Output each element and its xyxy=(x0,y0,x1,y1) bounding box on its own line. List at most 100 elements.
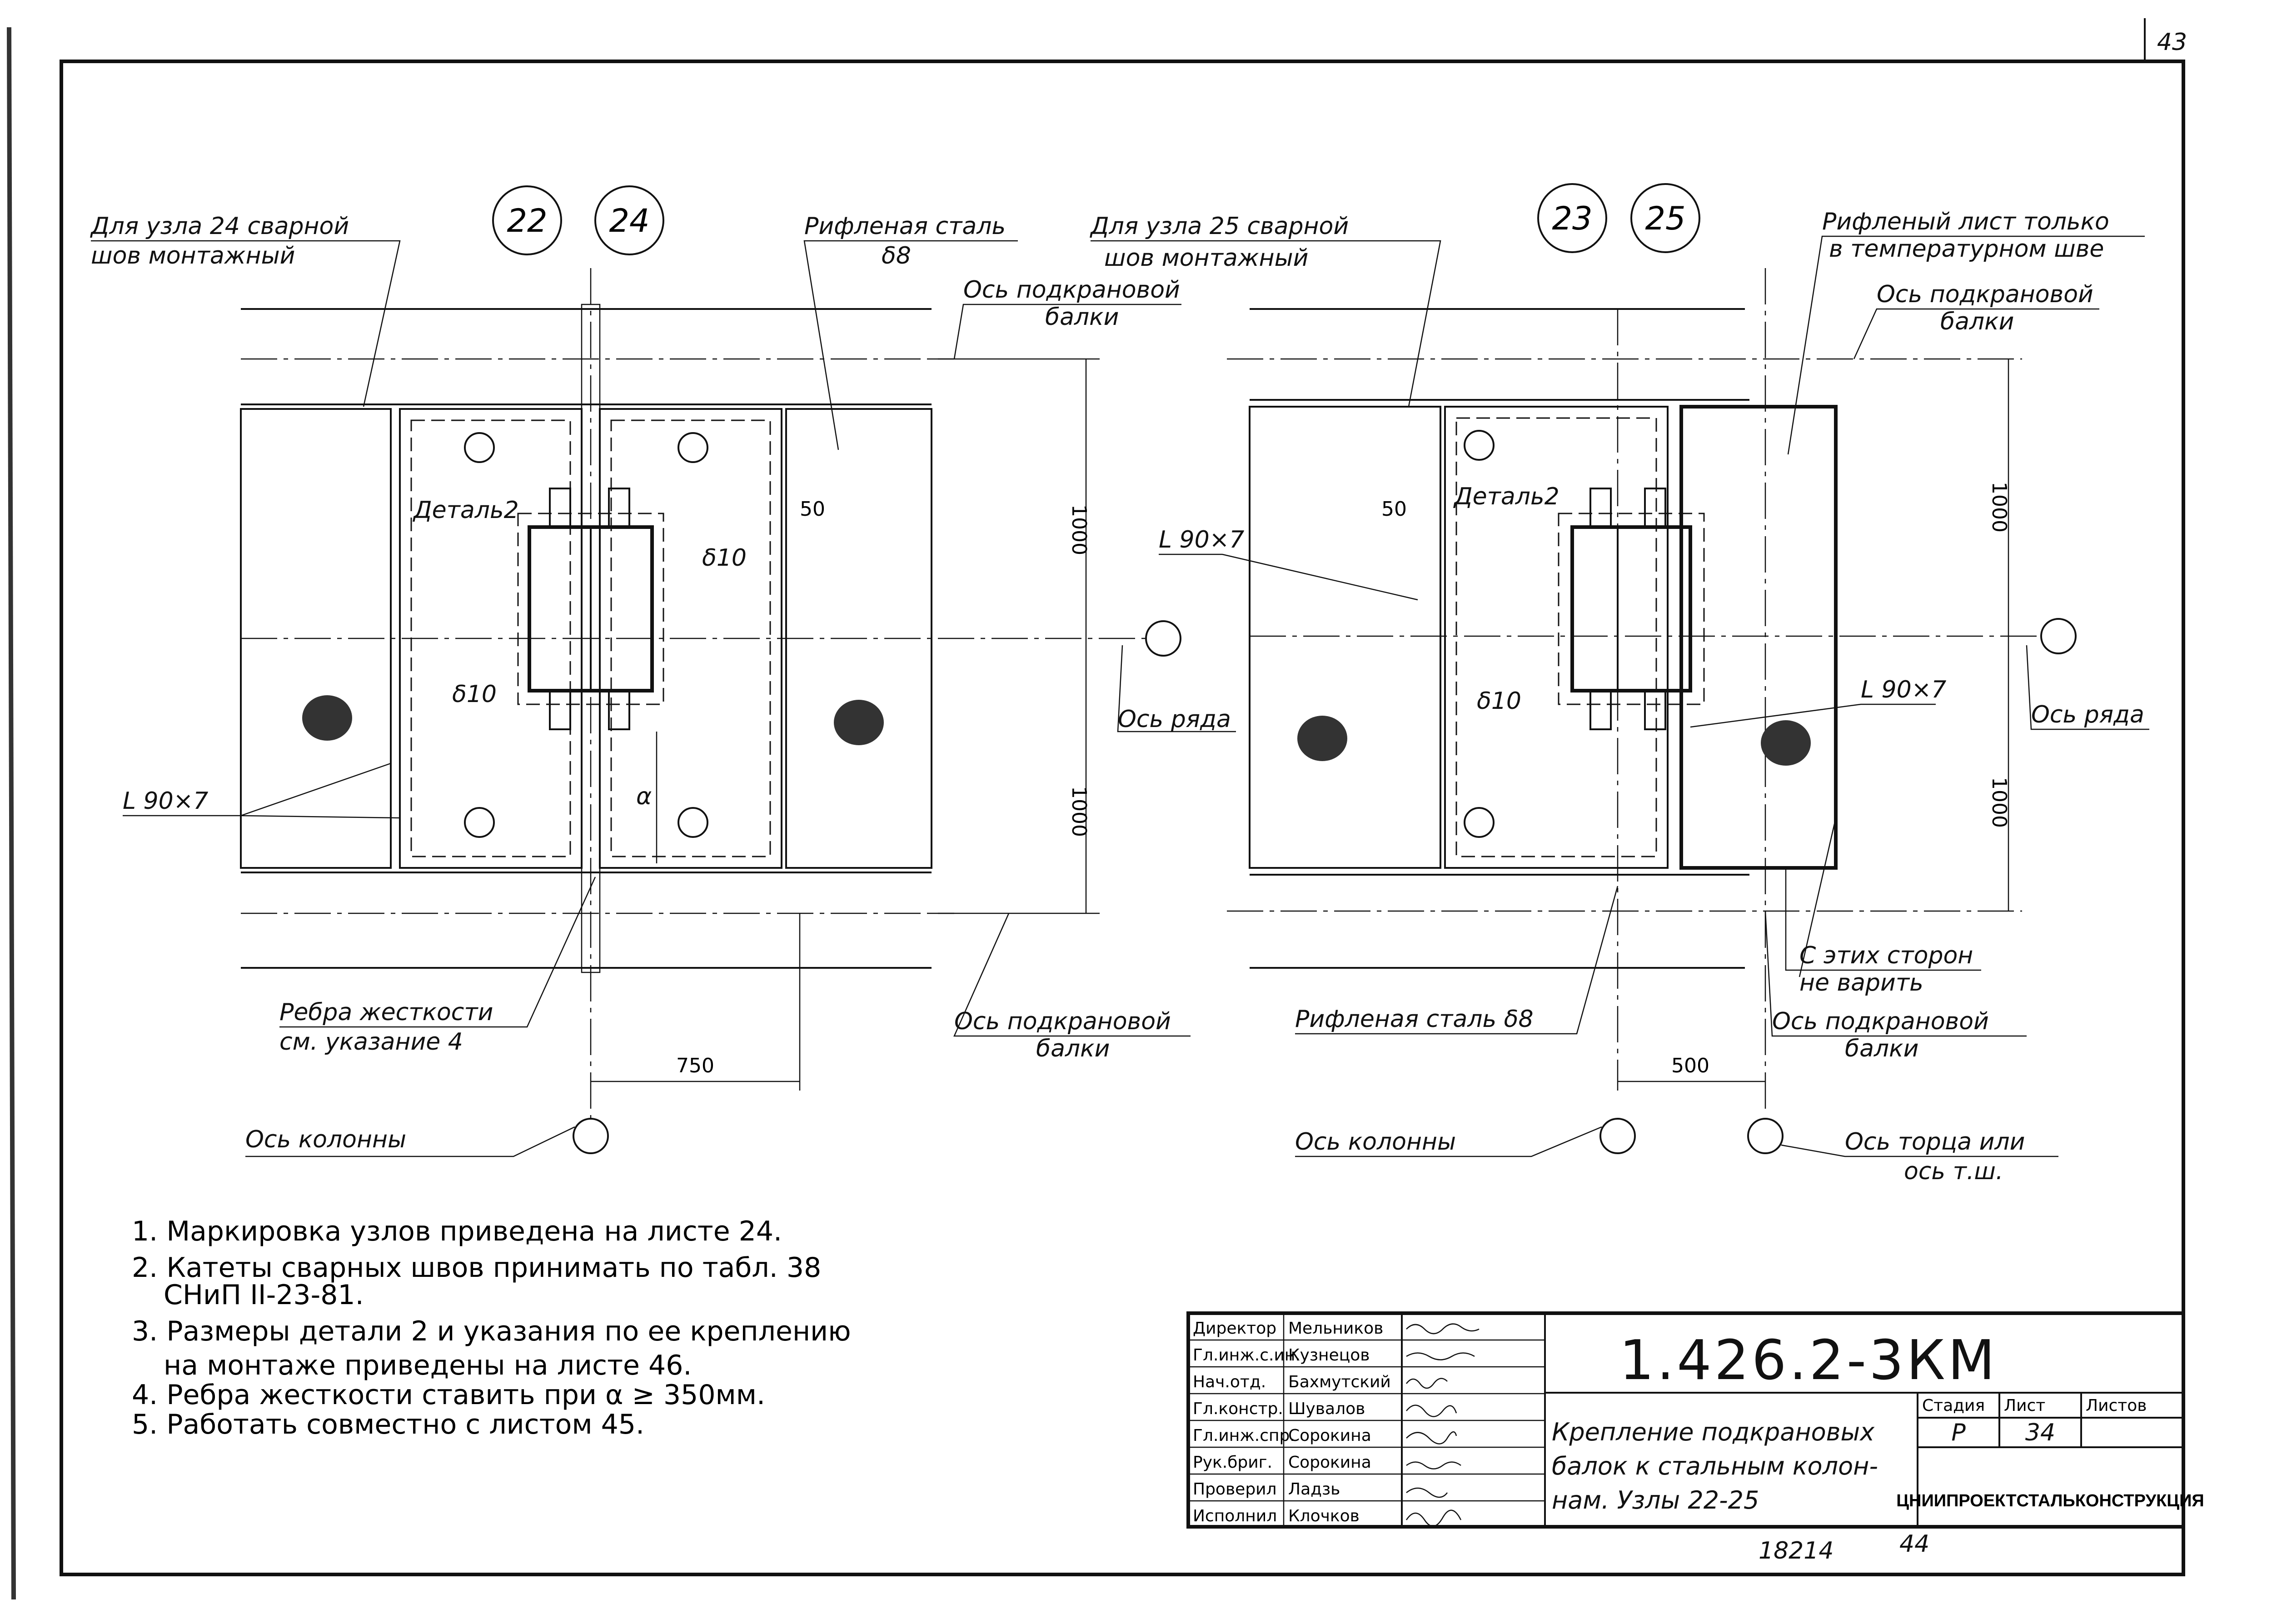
leader xyxy=(1799,817,1837,977)
footer-number: 44 xyxy=(1899,1530,1929,1558)
signature xyxy=(1406,1378,1448,1389)
bolt-hole xyxy=(1464,430,1495,461)
leader xyxy=(1781,1144,2058,1157)
column-axis-label: Ось колонны xyxy=(1295,1128,1456,1156)
dim-750: 750 xyxy=(676,1054,714,1077)
plate-3-inner xyxy=(610,419,771,857)
plate-2-inner xyxy=(1455,417,1657,857)
stud xyxy=(1644,690,1666,730)
signature xyxy=(1406,1352,1475,1360)
plate-hatch xyxy=(834,700,884,745)
dim-1000-top: 1000 xyxy=(1988,482,2011,533)
end-axis-label: ось т.ш. xyxy=(1904,1158,2003,1185)
leader xyxy=(953,913,1191,1037)
plate-material-label: Рифленая сталь xyxy=(804,213,1006,240)
page-number: 43 xyxy=(2157,29,2187,56)
row-axis-label: Ось ряда xyxy=(1118,706,1231,733)
sheet-frame xyxy=(60,60,2185,1576)
name: Сорокина xyxy=(1288,1453,1371,1472)
dim-500: 500 xyxy=(1671,1054,1709,1077)
checker-plate-label: Рифленая сталь δ8 xyxy=(1295,1006,1534,1033)
document-title: нам. Узлы 22-25 xyxy=(1552,1486,1759,1514)
stage-value: Р xyxy=(1951,1419,1966,1446)
sheets-header: Листов xyxy=(2086,1396,2147,1415)
name: Сорокина xyxy=(1288,1426,1371,1445)
node-label-24: 24 xyxy=(609,202,649,239)
leader xyxy=(240,815,400,819)
leader xyxy=(803,240,1018,450)
beam-axis-bottom-label: Ось подкрановой xyxy=(954,1008,1171,1035)
leader xyxy=(1787,235,2145,455)
checker-plate-temperature-joint xyxy=(1679,405,1838,870)
plate-hatch xyxy=(302,695,352,741)
angle-label: L 90×7 xyxy=(123,787,208,815)
signature xyxy=(1406,1431,1457,1445)
checker-plate-note-label: Рифленый лист только xyxy=(1822,208,2109,235)
ribs-label: см. указание 4 xyxy=(279,1028,463,1056)
thickness-label: δ10 xyxy=(1477,687,1521,715)
role: Исполнил xyxy=(1193,1507,1277,1525)
leader xyxy=(1764,911,2027,1037)
alpha-label: α xyxy=(636,783,652,810)
leader xyxy=(1117,645,1236,732)
bolt-hole xyxy=(1464,807,1495,838)
stage-header: Стадия xyxy=(1922,1396,1985,1415)
role: Нач.отд. xyxy=(1193,1373,1266,1391)
plate-hatch xyxy=(1761,720,1811,766)
sheet-header: Лист xyxy=(2004,1396,2045,1415)
leader xyxy=(1853,308,2099,359)
stud xyxy=(1589,690,1612,730)
node-marker-24 xyxy=(594,185,664,255)
stud xyxy=(1644,488,1666,528)
beam-axis-bottom-label: Ось подкрановой xyxy=(1772,1008,1989,1035)
signature xyxy=(1406,1405,1457,1417)
dim-50: 50 xyxy=(800,498,825,521)
end-axis-label: Ось торца или xyxy=(1845,1128,2025,1156)
left-node-group: 22 24 xyxy=(90,185,1236,1157)
no-weld-label: не варить xyxy=(1799,969,1923,996)
thickness-label: δ10 xyxy=(702,544,747,572)
name: Шувалов xyxy=(1288,1400,1365,1418)
plate-2 xyxy=(1444,406,1669,869)
detail-2-label: Деталь2 xyxy=(413,497,519,524)
stud xyxy=(608,488,630,528)
role: Директор xyxy=(1193,1319,1276,1338)
sheet-value: 34 xyxy=(2025,1419,2055,1446)
leader xyxy=(1690,703,1936,728)
detail-2 xyxy=(1570,525,1692,692)
beam-axis-top-label: Ось подкрановой xyxy=(963,276,1180,304)
stud xyxy=(549,488,571,528)
leader xyxy=(953,304,1181,359)
node-marker-22 xyxy=(492,185,562,255)
signature xyxy=(1405,1509,1462,1527)
note-line: СНиП II-23-81. xyxy=(164,1279,364,1311)
signature xyxy=(1406,1323,1480,1335)
end-axis-marker xyxy=(1747,1118,1784,1154)
stud xyxy=(549,690,571,730)
detail-2-outline xyxy=(1558,513,1705,705)
signature xyxy=(1406,1487,1448,1498)
bolt-hole xyxy=(464,807,495,838)
plate-hatch xyxy=(1297,716,1347,761)
role: Гл.инж.спр. xyxy=(1193,1426,1295,1445)
leader xyxy=(245,1126,575,1157)
column-axis-marker xyxy=(573,1118,609,1154)
checker-plate-note-label: в температурном шве xyxy=(1829,235,2104,263)
node-marker-25 xyxy=(1630,183,1700,253)
stud xyxy=(608,690,630,730)
leader xyxy=(1091,240,1441,407)
footer-number: 18214 xyxy=(1759,1537,1834,1564)
role: Гл.инж.с.ин. xyxy=(1193,1346,1300,1365)
role: Проверил xyxy=(1193,1480,1277,1499)
leader xyxy=(1159,553,1418,601)
row-axis-marker xyxy=(1145,620,1181,657)
note-line: 3. Размеры детали 2 и указания по ее кре… xyxy=(132,1315,851,1347)
dim-1000-bottom: 1000 xyxy=(1067,786,1091,837)
leader xyxy=(2026,645,2149,730)
signature xyxy=(1406,1461,1461,1470)
leader xyxy=(279,877,596,1028)
column-axis-label: Ось колонны xyxy=(245,1126,406,1153)
bolt-hole xyxy=(464,432,495,463)
bolt-hole xyxy=(678,432,708,463)
